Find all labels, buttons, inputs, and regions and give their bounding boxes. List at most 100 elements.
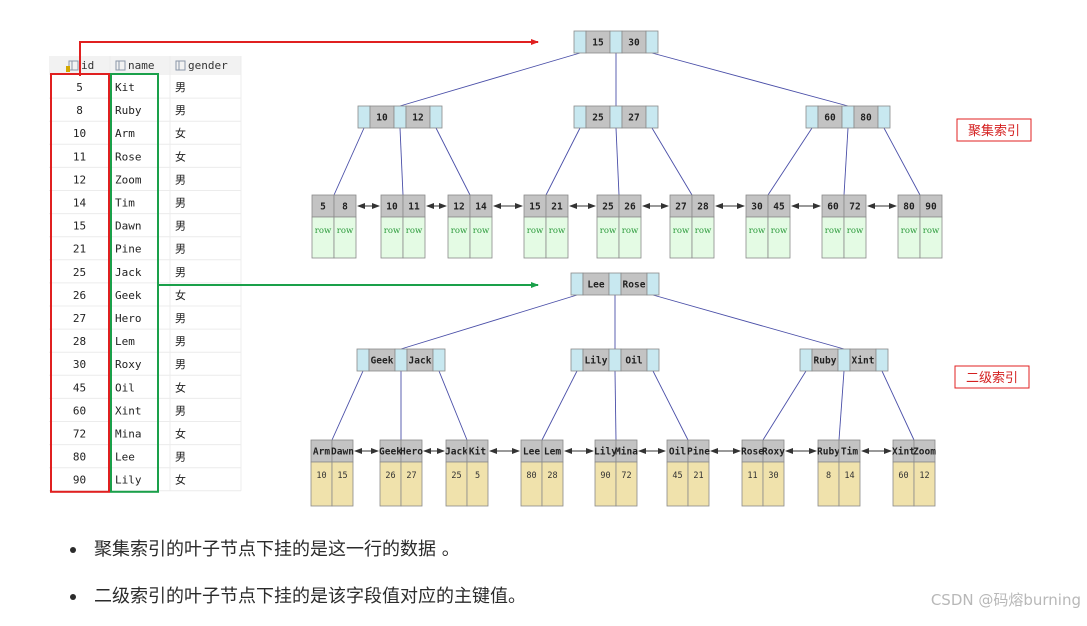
leaf-key: 27 <box>675 202 686 213</box>
cell-gender: 男 <box>175 266 186 279</box>
leaf-key: Tim <box>841 447 858 458</box>
leaf-value-cell <box>618 216 642 259</box>
node-key: 60 <box>824 113 836 124</box>
leaf-key: 45 <box>773 202 785 213</box>
leaf-value-cell <box>913 461 936 507</box>
table-header-bg <box>49 56 241 75</box>
cell-name: Zoom <box>115 173 142 186</box>
leaf-key: 30 <box>751 202 763 213</box>
leaf-key: Lily <box>594 447 617 458</box>
cell-name: Xint <box>115 404 142 417</box>
leaf-value: 72 <box>621 471 631 481</box>
cell-name: Roxy <box>115 358 142 371</box>
leaf-value: 28 <box>547 471 557 481</box>
cell-id: 12 <box>73 173 86 186</box>
leaf-value: 11 <box>747 471 757 481</box>
leaf-value-cell <box>596 216 620 259</box>
leaf-value: row <box>315 226 332 236</box>
cell-id: 15 <box>73 220 86 233</box>
node-key: Jack <box>409 356 432 367</box>
leaf-key: 12 <box>453 202 464 213</box>
leaf-key: 28 <box>697 202 709 213</box>
cell-id: 5 <box>76 81 83 94</box>
leaf-value: 60 <box>898 471 908 481</box>
cell-id: 72 <box>73 428 86 441</box>
secondary-index-label-frame <box>954 365 1030 389</box>
tree-edge <box>843 127 849 196</box>
tree-edge <box>838 370 845 441</box>
leaf-value-cell <box>817 461 840 507</box>
leaf-value-cell <box>745 216 769 259</box>
leaf-value: row <box>749 226 766 236</box>
cell-gender: 男 <box>175 404 186 417</box>
leaf-key: Xint <box>892 447 915 458</box>
cell-id: 26 <box>73 289 86 302</box>
clustered-edges <box>333 52 921 209</box>
name-column-highlight <box>110 73 159 493</box>
pointer-cell <box>608 272 622 296</box>
leaf-value-cell <box>615 461 638 507</box>
pointer-cell <box>799 348 813 372</box>
cell-gender: 女 <box>175 288 186 302</box>
cell-name: Lee <box>115 451 135 464</box>
leaf-key: 26 <box>624 202 636 213</box>
pointer-cell <box>393 105 407 129</box>
cell-name: Hero <box>115 312 142 325</box>
cell-name: Lem <box>115 335 135 348</box>
leaf-key: 14 <box>475 202 487 213</box>
node-key: Geek <box>371 356 394 367</box>
clustered-index-label-frame <box>956 118 1032 142</box>
tree-edge <box>333 127 365 196</box>
column-icon <box>115 60 126 71</box>
clustered-index-label: 聚集索引 <box>956 118 1032 142</box>
cell-name: Mina <box>115 428 142 441</box>
leaf-value: row <box>451 226 468 236</box>
pointer-cell <box>570 348 584 372</box>
leaf-key: 5 <box>320 202 326 213</box>
leaf-value-cell <box>545 216 569 259</box>
leaf-value-cell <box>762 461 785 507</box>
pointer-cell <box>357 105 371 129</box>
cell-id: 28 <box>73 335 86 348</box>
leaf-value-cell <box>687 461 710 507</box>
pointer-cell <box>608 348 622 372</box>
leaf-value-cell <box>767 216 791 259</box>
leaf-value-cell <box>897 216 921 259</box>
leaf-key: Mina <box>615 447 638 458</box>
tree-edge <box>651 52 849 107</box>
node-key: Oil <box>625 356 642 367</box>
leaf-value: 15 <box>337 471 347 481</box>
cell-name: Oil <box>115 381 135 394</box>
node-key: 25 <box>592 113 604 124</box>
leaf-key: 21 <box>551 202 563 213</box>
leaf-key: Roxy <box>762 447 785 458</box>
key-column-icon <box>66 60 79 72</box>
leaf-value-cell <box>669 216 693 259</box>
leaf-value: row <box>337 226 354 236</box>
leaf-key: Pine <box>687 447 710 458</box>
leaf-value-cell <box>523 216 547 259</box>
pointer-cell <box>645 30 659 54</box>
leaf-key: Oil <box>669 447 686 458</box>
leaf-value: 30 <box>768 471 778 481</box>
cell-id: 30 <box>73 358 86 371</box>
pointer-cell <box>875 348 889 372</box>
tree-edge <box>399 127 404 196</box>
leaf-value: row <box>695 226 712 236</box>
leaf-key: 10 <box>386 202 398 213</box>
